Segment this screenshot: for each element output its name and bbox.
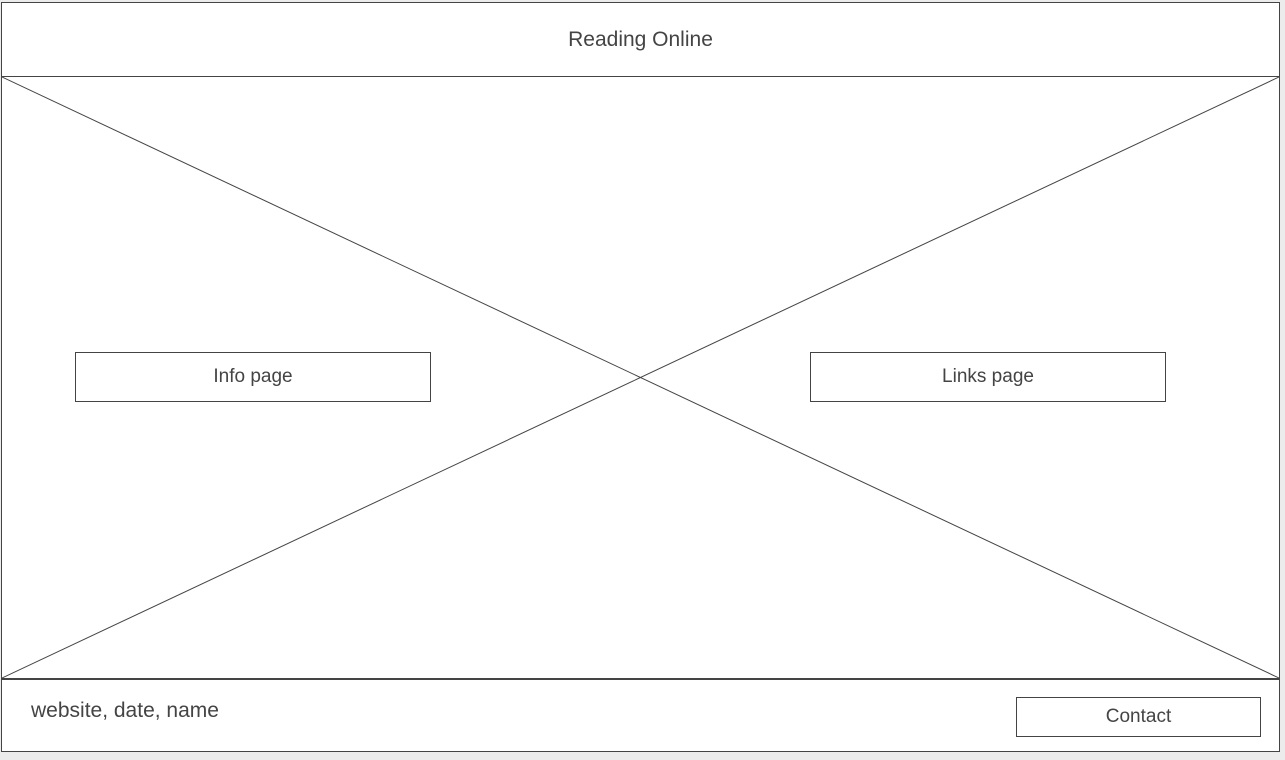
info-page-button[interactable]: Info page [75, 352, 431, 402]
contact-button[interactable]: Contact [1016, 697, 1261, 737]
footer-meta-text: website, date, name [31, 699, 219, 722]
page-header: Reading Online [2, 3, 1279, 77]
cross-line-up [2, 77, 1279, 678]
page-footer: website, date, name Contact [2, 678, 1279, 751]
hero-image-placeholder: Info page Links page [2, 77, 1279, 678]
image-placeholder-cross [2, 77, 1279, 678]
links-page-button[interactable]: Links page [810, 352, 1166, 402]
page-title: Reading Online [568, 27, 713, 51]
